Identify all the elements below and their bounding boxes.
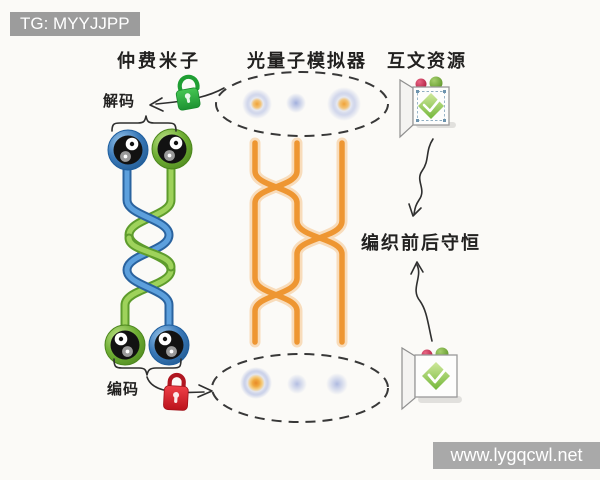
bracket-top <box>111 115 177 132</box>
column-header-photonic-simulator: 光量子模拟器 <box>247 51 367 71</box>
bracket-bottom <box>113 358 182 376</box>
waveguide-braid <box>249 137 348 348</box>
checkmark-icon <box>422 98 441 113</box>
photon-cloud <box>327 87 361 121</box>
photon-cloud <box>240 367 272 399</box>
open-box-checkmark-icon <box>399 76 456 139</box>
top-wavy-arrow <box>413 138 434 215</box>
parafermion-spheres <box>104 128 193 366</box>
encode-label: 编码 <box>107 382 140 398</box>
checkmark-icon <box>427 368 447 384</box>
selection-handles-frame <box>417 91 445 121</box>
box-door <box>401 346 416 411</box>
decode-label: 解码 <box>103 94 136 110</box>
encode-arrow <box>146 376 205 394</box>
yin-yang-sphere-icon <box>107 129 149 171</box>
telegram-watermark: TG: MYYJJPP <box>10 12 140 36</box>
green-open-padlock-icon <box>175 74 201 111</box>
green-ball-icon <box>429 76 443 90</box>
green-diamond <box>422 362 450 390</box>
column-header-contextual-resource: 互文资源 <box>387 51 467 71</box>
blue-green-braid <box>120 163 176 332</box>
bottom-wavy-arrow <box>415 264 433 342</box>
photon-cloud <box>286 93 306 113</box>
website-watermark: www.lygqcwl.net <box>433 442 600 469</box>
green-diamond <box>418 93 444 119</box>
photon-cloud <box>287 374 307 394</box>
bottom-photon-state <box>211 353 389 423</box>
conservation-label: 编织前后守恒 <box>361 233 481 253</box>
box-door <box>399 78 414 139</box>
dashed-ellipse-bottom <box>211 353 389 423</box>
yin-yang-sphere-icon <box>148 324 190 366</box>
yin-yang-sphere-icon <box>104 324 146 366</box>
top-wavy-arrowhead <box>408 203 422 217</box>
red-closed-padlock-icon <box>163 372 189 411</box>
encode-arrowhead <box>197 384 213 398</box>
photon-cloud <box>326 373 348 395</box>
photon-cloud <box>242 89 272 119</box>
bottom-wavy-arrowhead <box>410 261 424 275</box>
dashed-ellipse-top <box>215 71 389 137</box>
open-box-checkmark-icon <box>401 346 462 411</box>
column-header-parafermion: 仲费米子 <box>117 51 201 71</box>
decode-arrowhead <box>149 97 164 112</box>
yin-yang-sphere-icon <box>151 128 193 170</box>
selection-handles <box>416 90 446 122</box>
top-photon-state <box>215 71 389 137</box>
